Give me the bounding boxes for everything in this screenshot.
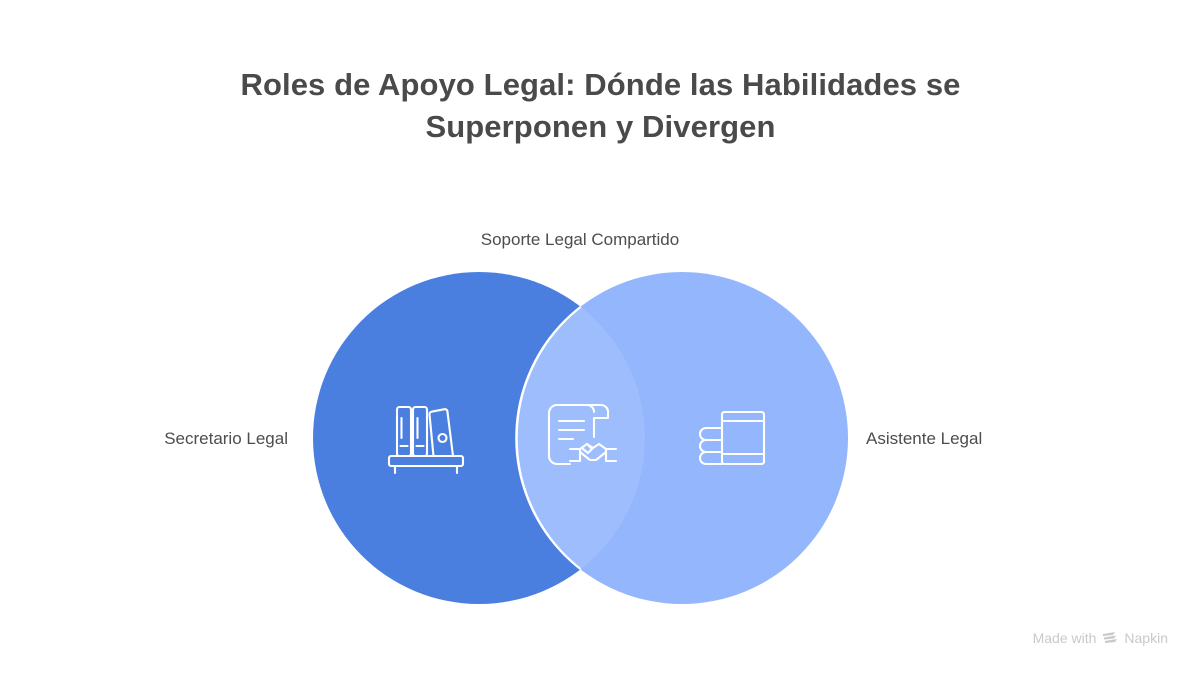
venn-left-label: Secretario Legal (164, 429, 288, 448)
venn-overlap-outline-left (516, 306, 581, 570)
file-stack-icon (698, 410, 766, 466)
napkin-logo-icon (1102, 631, 1118, 645)
watermark-prefix: Made with (1032, 630, 1097, 646)
venn-overlap-outline-right (515, 272, 645, 604)
napkin-logo-svg (1103, 632, 1118, 643)
watermark-brand: Napkin (1124, 630, 1168, 646)
page-title: Roles de Apoyo Legal: Dónde las Habilida… (0, 64, 1201, 148)
venn-top-label: Soporte Legal Compartido (480, 230, 680, 249)
venn-right-label: Asistente Legal (866, 429, 983, 448)
page-title-line-1: Roles de Apoyo Legal: Dónde las Habilida… (240, 67, 961, 102)
napkin-watermark: Made with Napkin (1033, 629, 1168, 647)
scroll-handshake-icon (547, 403, 618, 466)
venn-overlap-region[interactable] (516, 272, 848, 604)
page-title-line-2: Superponen y Divergen (425, 109, 776, 144)
bookshelf-icon (387, 405, 465, 475)
